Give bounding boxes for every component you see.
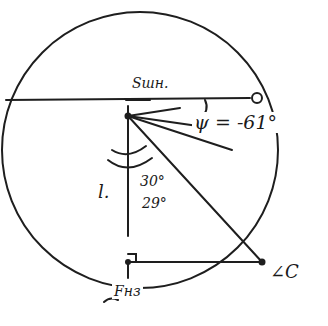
force-label: Fнз	[112, 284, 143, 299]
point-marker	[252, 93, 262, 103]
angle-label: ψ = -61°	[192, 112, 279, 133]
angle-arc	[112, 146, 146, 154]
underline	[126, 99, 150, 101]
hypotenuse-line	[128, 116, 262, 262]
length-label: Sшн.	[130, 76, 171, 91]
length-label: l.	[96, 182, 111, 202]
end-dot	[259, 259, 266, 266]
angle-label: 30°	[138, 174, 167, 189]
radius-line	[128, 108, 180, 116]
vertical-line	[127, 106, 129, 236]
large-circle	[2, 12, 278, 288]
foot-dot	[125, 259, 131, 265]
base-line	[128, 261, 262, 263]
angle-arc	[108, 158, 152, 168]
angle-label: 29°	[140, 196, 169, 211]
horizontal-chord	[6, 98, 250, 100]
angle-label: ∠C	[268, 262, 301, 282]
pivot-dot	[125, 113, 132, 120]
